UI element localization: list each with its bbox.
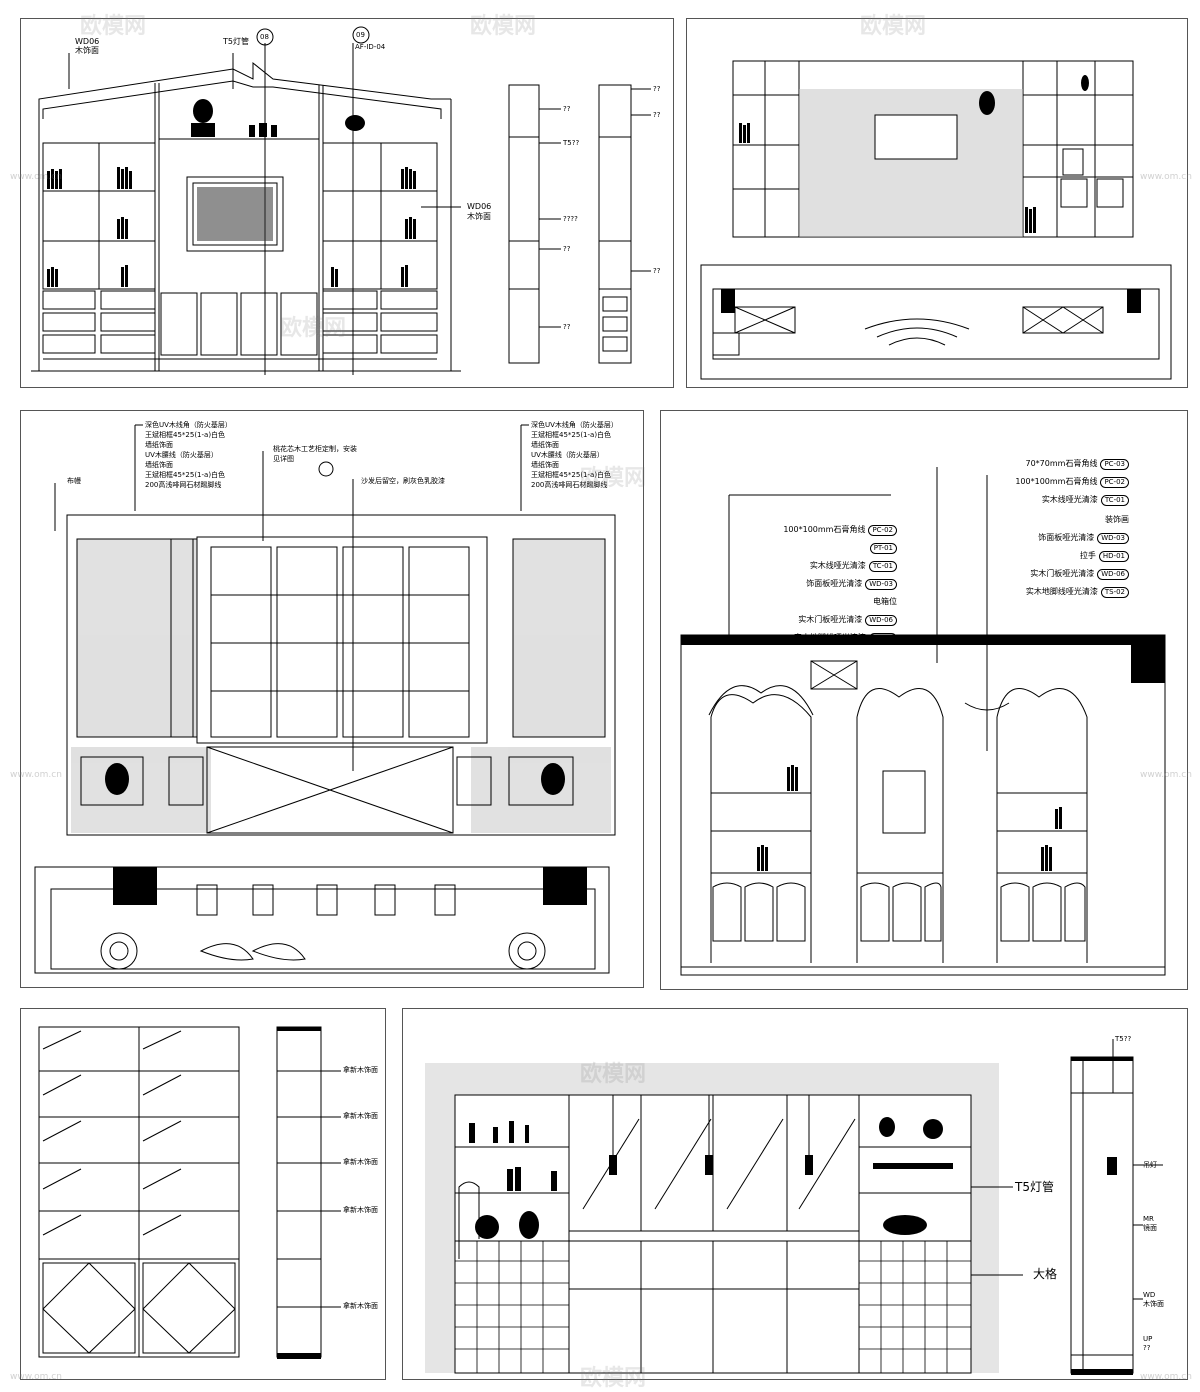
arched-shelves-drawing bbox=[680, 467, 1166, 976]
wood-finish-label: 木饰面 bbox=[75, 46, 99, 55]
wood-label: 木饰面 bbox=[1143, 1300, 1164, 1308]
cabinet-wall-drawing bbox=[34, 424, 616, 974]
up-label: UP bbox=[1143, 1335, 1153, 1343]
side-label: 拿新木饰面 bbox=[343, 1158, 378, 1166]
ref-08: 08 bbox=[260, 33, 269, 41]
up-q-label: ?? bbox=[1143, 1344, 1151, 1352]
panel-bookcase-elevation: WD06 木饰面 T5灯管 08 09 AF-ID-04 WD06 木饰面 ??… bbox=[20, 18, 674, 388]
bookcase-drawing bbox=[31, 26, 651, 375]
t5-lamp-label: T5灯管 bbox=[1015, 1180, 1054, 1194]
center-note-2: 见详图 bbox=[273, 455, 294, 463]
wd06-label: WD06 bbox=[75, 37, 100, 46]
curtain-label: 布幔 bbox=[67, 477, 81, 485]
note: UV木腰线（防火基层） bbox=[531, 451, 604, 459]
note: 200高浅啡网石材踢脚线 bbox=[531, 481, 608, 489]
side-label: 拿新木饰面 bbox=[343, 1112, 378, 1120]
t5-top-label: T5?? bbox=[1115, 1035, 1132, 1043]
side-label: ?? bbox=[563, 323, 571, 331]
note: 墙纸饰面 bbox=[531, 461, 559, 469]
center-note-1: 桃花芯木工艺柜定制，安装 bbox=[273, 445, 357, 453]
material-label: PT-01 bbox=[867, 543, 897, 554]
panel-wine-cabinet: T5?? T5灯管 大格 吊灯 MR 镜面 WD 木饰面 UP ?? bbox=[402, 1008, 1188, 1380]
note: 王斌相框45*25(1-a)白色 bbox=[145, 431, 226, 439]
note: 深色UV木线角（防火基层） bbox=[145, 421, 232, 429]
panel-cabinet-wall: 深色UV木线角（防火基层） 王斌相框45*25(1-a)白色 墙纸饰面 UV木腰… bbox=[20, 410, 644, 988]
pendant-label: 吊灯 bbox=[1143, 1161, 1157, 1169]
note: 墙纸饰面 bbox=[145, 461, 173, 469]
note: 王斌相框45*25(1-a)白色 bbox=[531, 471, 612, 479]
side-label: ?? bbox=[563, 245, 571, 253]
ref-09: 09 bbox=[356, 31, 365, 39]
wd06-right-label: WD06 bbox=[467, 202, 492, 211]
mr-label: MR bbox=[1143, 1215, 1154, 1223]
wd-label: WD bbox=[1143, 1291, 1156, 1299]
note: UV木腰线（防火基层） bbox=[145, 451, 218, 459]
grid-label: 大格 bbox=[1033, 1267, 1058, 1281]
ref-09-code: AF-ID-04 bbox=[355, 43, 386, 51]
panel-shelving-unit: 拿新木饰面 拿新木饰面 拿新木饰面 拿新木饰面 拿新木饰面 bbox=[20, 1008, 386, 1380]
wine-cabinet-drawing bbox=[425, 1039, 1163, 1375]
material-label: 电箱位 bbox=[873, 597, 897, 606]
tv-wall-drawing bbox=[700, 60, 1172, 380]
side-label: ?? bbox=[563, 105, 571, 113]
note: 深色UV木线角（防火基层） bbox=[531, 421, 618, 429]
wood-finish-right-label: 木饰面 bbox=[467, 212, 491, 221]
note: 王斌相框45*25(1-a)白色 bbox=[145, 471, 226, 479]
side-label: ???? bbox=[563, 215, 578, 223]
panel-tv-wall bbox=[686, 18, 1188, 388]
note: 200高浅啡网石材踢脚线 bbox=[145, 481, 222, 489]
side-label: ?? bbox=[653, 111, 661, 119]
note: 墙纸饰面 bbox=[145, 441, 173, 449]
side-label: 拿新木饰面 bbox=[343, 1302, 378, 1310]
t5-lamp-label: T5灯管 bbox=[223, 37, 249, 46]
side-label: ?? bbox=[653, 85, 661, 93]
shelving-drawing bbox=[38, 1026, 341, 1359]
side-label: 拿新木饰面 bbox=[343, 1206, 378, 1214]
center-note-3: 沙发后留空，刷灰色乳胶漆 bbox=[361, 477, 445, 485]
note: 王斌相框45*25(1-a)白色 bbox=[531, 431, 612, 439]
side-label: ?? bbox=[653, 267, 661, 275]
material-label: 装饰画 bbox=[1105, 515, 1129, 524]
mirror-label: 镜面 bbox=[1143, 1224, 1157, 1232]
side-label: 拿新木饰面 bbox=[343, 1066, 378, 1074]
side-label: T5?? bbox=[563, 139, 580, 147]
note: 墙纸饰面 bbox=[531, 441, 559, 449]
